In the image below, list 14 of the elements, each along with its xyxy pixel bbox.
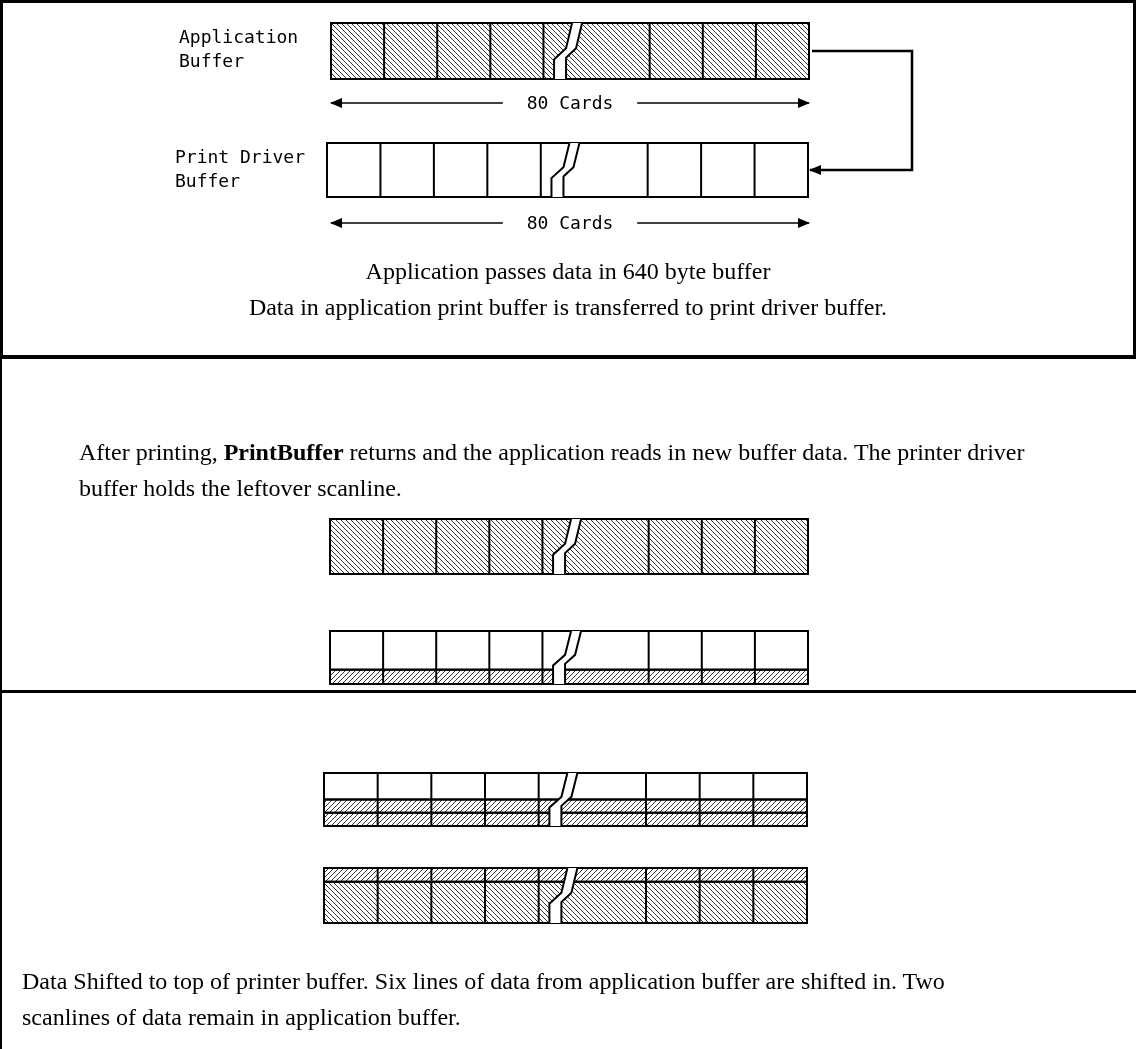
panel bbox=[0, 0, 1136, 358]
buffer-drawing bbox=[325, 141, 810, 199]
buffer-label: Application Buffer bbox=[179, 25, 300, 73]
arrow bbox=[809, 49, 914, 175]
description-text: Data Shifted to top of printer buffer. Six lines of data from application buffer are shifted in. Two scanlines of data remain in application buffer. bbox=[22, 967, 946, 1032]
description-text: Application passes data in 640 byte buffer bbox=[364, 257, 772, 286]
buffer-label: Print Driver Buffer bbox=[175, 145, 307, 193]
panel bbox=[0, 690, 1136, 1049]
dimension-label: 80 Cards bbox=[525, 211, 615, 235]
dimension-label: 80 Cards bbox=[525, 91, 615, 115]
panel bbox=[0, 356, 1136, 693]
description-text: Data in application print buffer is transferred to print driver buffer. bbox=[247, 293, 889, 322]
buffer-drawing bbox=[329, 21, 811, 81]
description-text: After printing, PrintBuffer returns and the application reads in new buffer data. The printer driver buffer holds the leftover scanline. bbox=[79, 438, 1026, 503]
